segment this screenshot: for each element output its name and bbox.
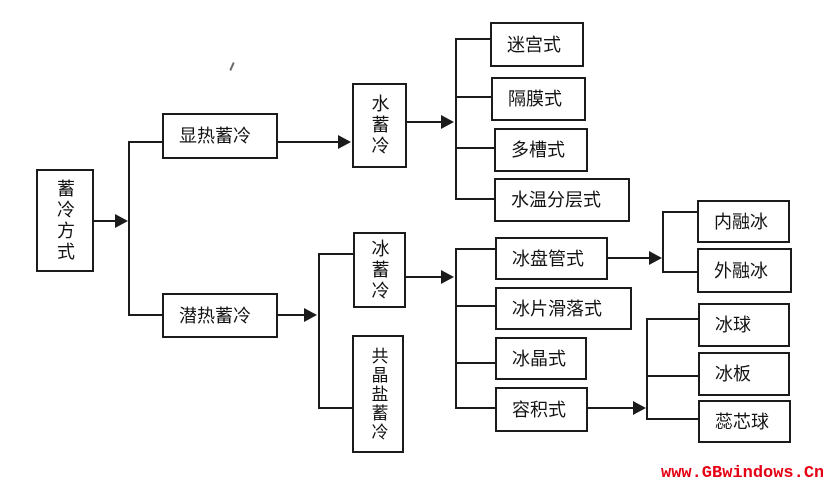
node-internal-melt: 内融冰 <box>697 200 790 243</box>
stub-ice-crystal <box>455 362 496 364</box>
arrowhead-root-icon <box>115 214 128 228</box>
stub-core-ball <box>646 418 699 420</box>
stub-ice-plate <box>646 375 699 377</box>
arrowhead-coil-icon <box>649 251 662 265</box>
node-diaphragm: 隔膜式 <box>491 77 586 121</box>
arrowhead-sensible-icon <box>338 135 351 149</box>
stub-ice-ball <box>646 318 699 320</box>
stub-labyrinth <box>455 38 491 40</box>
arrowhead-water-icon <box>441 115 454 129</box>
branch-coil <box>662 211 664 273</box>
connector-root-out <box>94 220 116 222</box>
node-ice-slide: 冰片滑落式 <box>495 287 632 330</box>
arrowhead-ice-icon <box>441 270 454 284</box>
stub-internal <box>662 211 698 213</box>
node-ice-ball: 冰球 <box>698 303 790 347</box>
node-stratified: 水温分层式 <box>494 178 630 222</box>
branch-volumetric <box>646 318 648 420</box>
node-eutectic-salt: 共晶盐蓄冷 <box>352 335 404 453</box>
branch-latent <box>318 253 320 409</box>
arrowhead-latent-icon <box>304 308 317 322</box>
node-water-storage: 水蓄冷 <box>352 83 407 168</box>
branch-water <box>455 38 457 200</box>
node-ice-plate: 冰板 <box>698 352 790 396</box>
stub-sensible <box>128 141 162 143</box>
node-labyrinth: 迷宫式 <box>490 22 584 67</box>
watermark-text: www.GBwindows.Cn <box>661 464 823 483</box>
scan-artifact <box>229 61 235 72</box>
node-root: 蓄冷方式 <box>36 169 94 272</box>
node-ice-storage: 冰蓄冷 <box>353 232 406 308</box>
node-latent-heat: 潜热蓄冷 <box>162 293 278 338</box>
node-volumetric: 容积式 <box>495 387 588 432</box>
connector-water-out <box>407 121 443 123</box>
arrowhead-volumetric-icon <box>633 401 646 415</box>
connector-volumetric-out <box>588 407 635 409</box>
stub-latent <box>128 314 162 316</box>
connector-sensible-out <box>278 141 340 143</box>
stub-ice-coil <box>455 248 496 250</box>
stub-diaphragm <box>455 96 492 98</box>
stub-stratified <box>455 198 495 200</box>
node-multi-tank: 多槽式 <box>494 128 588 172</box>
stub-volumetric <box>455 407 496 409</box>
stub-eutectic <box>318 407 353 409</box>
stub-ice-slide <box>455 305 496 307</box>
connector-ice-out <box>406 276 443 278</box>
connector-coil-out <box>608 257 651 259</box>
branch-root <box>128 141 130 316</box>
stub-external <box>662 271 698 273</box>
node-sensible-heat: 显热蓄冷 <box>162 113 278 159</box>
stub-ice <box>318 253 353 255</box>
connector-latent-out <box>278 314 306 316</box>
branch-ice <box>455 248 457 409</box>
node-ice-crystal: 冰晶式 <box>495 337 587 380</box>
node-core-ball: 蕊芯球 <box>698 400 791 443</box>
node-external-melt: 外融冰 <box>697 248 792 293</box>
node-ice-coil: 冰盘管式 <box>495 237 608 280</box>
stub-multi-tank <box>455 147 495 149</box>
